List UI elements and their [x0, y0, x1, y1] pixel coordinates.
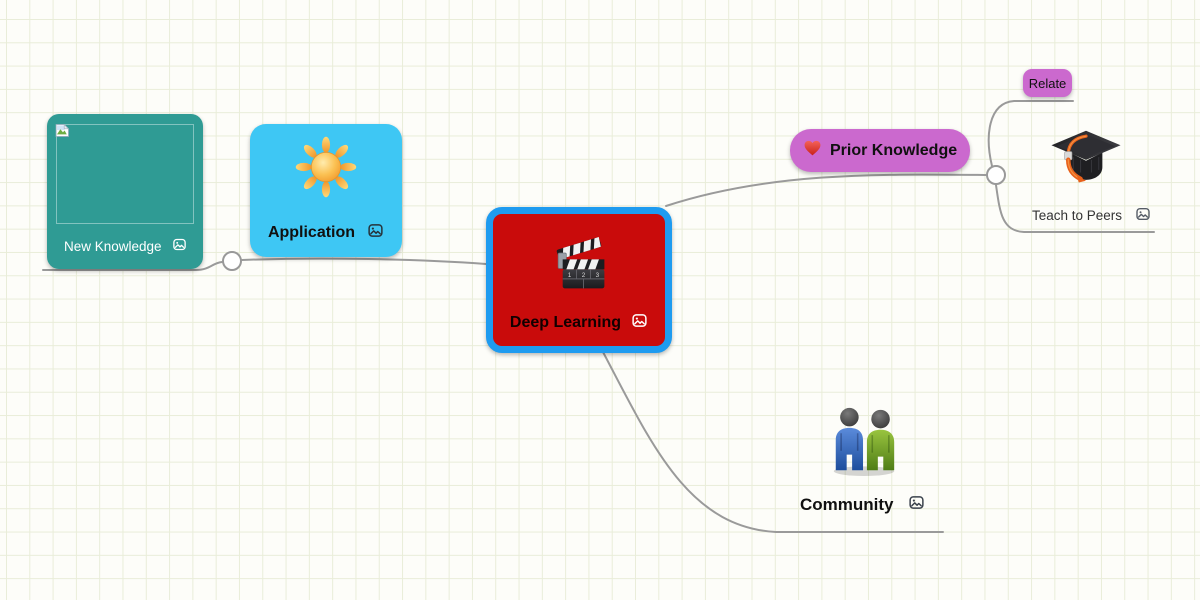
branch-handle-left[interactable]	[222, 251, 242, 271]
topic-label: Community	[800, 495, 894, 514]
topic-teach-to-peers[interactable]: Teach to Peers	[1015, 120, 1157, 230]
topic-label: Teach to Peers	[1032, 208, 1123, 223]
clapperboard-icon: 1 2 3	[550, 234, 608, 297]
topic-label: Prior Knowledge	[830, 141, 958, 159]
svg-text:1: 1	[568, 272, 572, 279]
connector-root-to-community	[602, 351, 944, 533]
heart-icon	[803, 139, 822, 162]
picture-icon[interactable]	[631, 312, 648, 334]
connector-right-junction-to-relate	[987, 100, 1074, 167]
graduation-cap-icon	[1046, 127, 1126, 194]
topic-label: Application	[267, 224, 356, 241]
connector-left-junction-to-new-knowledge	[42, 261, 223, 271]
svg-text:2: 2	[582, 272, 586, 279]
picture-icon[interactable]	[172, 237, 187, 255]
picture-icon[interactable]	[908, 494, 925, 516]
picture-icon[interactable]	[367, 222, 384, 244]
connector-right-junction-to-teach	[995, 184, 1155, 233]
connector-root-to-right-junction	[665, 173, 987, 207]
topic-new-knowledge[interactable]: New Knowledge	[47, 114, 203, 269]
branch-handle-right[interactable]	[986, 165, 1006, 185]
connector-root-to-left-junction	[241, 257, 487, 265]
topic-label: Deep Learning	[509, 314, 622, 331]
topic-label: New Knowledge	[64, 238, 162, 254]
svg-text:3: 3	[596, 272, 600, 279]
people-icon	[825, 404, 903, 483]
root-topic-deep-learning[interactable]: 1 2 3 Deep Learning	[486, 207, 672, 353]
topic-prior-knowledge[interactable]: Prior Knowledge	[790, 129, 970, 172]
broken-image-icon	[54, 122, 71, 144]
topic-relate[interactable]: Relate	[1023, 69, 1072, 97]
picture-icon[interactable]	[1135, 206, 1151, 225]
topic-label: Relate	[1028, 75, 1067, 91]
topic-community[interactable]: Community	[775, 400, 945, 525]
topic-application[interactable]: Application	[250, 124, 402, 257]
sun-icon	[294, 135, 358, 204]
attached-image-frame	[56, 124, 194, 224]
